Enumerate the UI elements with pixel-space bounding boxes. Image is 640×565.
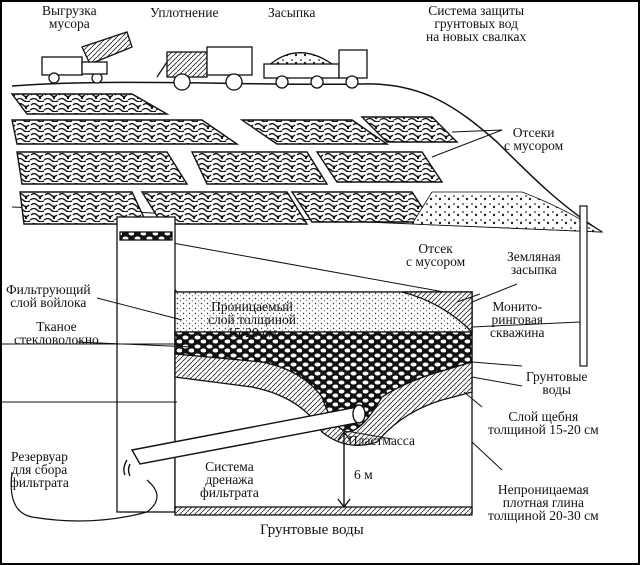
- label-waste-cell: Отсек с мусором: [406, 241, 466, 269]
- cross-section-block: [116, 216, 473, 516]
- drainage-pipe: [123, 404, 366, 477]
- label-groundwater-bottom: Грунтовые воды: [260, 522, 364, 538]
- label-leachate-reservoir: Резервуар для сбора фильтрата: [10, 449, 69, 490]
- label-compaction: Уплотнение: [150, 5, 219, 20]
- monitoring-well-pipe: [579, 205, 588, 367]
- label-groundwater-side: Грунтовые воды: [526, 369, 588, 397]
- depth-arrow: [337, 430, 351, 509]
- label-groundwater-protection: Система защиты грунтовых вод на новых св…: [426, 3, 527, 44]
- label-unloading: Выгрузка мусора: [42, 3, 97, 31]
- label-backfill: Засыпка: [268, 5, 316, 20]
- waste-cells-group: [10, 93, 459, 225]
- label-filter-felt: Фильтрующий слой войлока: [6, 282, 91, 310]
- compactor-machine: [156, 46, 253, 91]
- label-plastic: Пластмасса: [348, 433, 415, 448]
- label-depth: 6 м: [354, 467, 373, 482]
- label-drainage-system: Система дренажа фильтрата: [200, 459, 259, 500]
- label-earth-cover: Земляная засыпка: [507, 249, 561, 277]
- hill-outline: [11, 81, 603, 233]
- backfill-truck: [263, 49, 368, 89]
- leachate-reservoir: [10, 471, 158, 522]
- label-clay-layer: Непроницаемая плотная глина толщиной 20-…: [488, 482, 599, 523]
- slope-soil: [411, 191, 604, 233]
- label-permeable-layer: Проницаемый слой толщиной 15-20 см: [208, 299, 296, 340]
- label-gravel-layer: Слой щебня толщиной 15-20 см: [488, 409, 599, 437]
- label-woven-fiberglass: Ткaнoe стекловолокно: [14, 319, 99, 347]
- label-waste-cells: Отсеки с мусором: [504, 125, 564, 153]
- label-monitoring-well: Монито- ринговая скважина: [490, 299, 545, 340]
- dump-truck: [41, 31, 133, 84]
